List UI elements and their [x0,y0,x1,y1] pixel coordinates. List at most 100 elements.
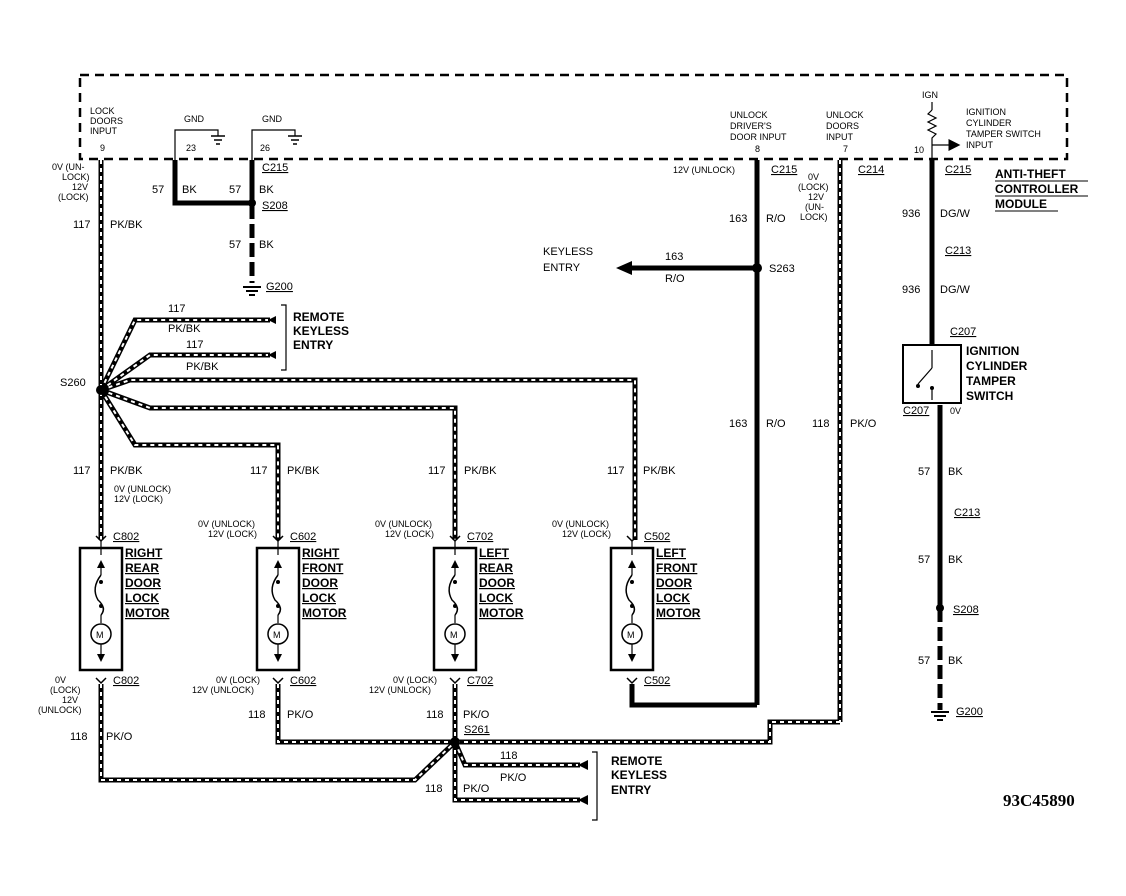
voltage-bottom-line: 12V (UNLOCK) [369,685,431,695]
voltage-top-line: 12V (LOCK) [208,529,257,539]
svg-text:12V: 12V [808,192,824,202]
motor-name-line: DOOR [125,576,161,590]
motor-name-line: LOCK [302,591,336,605]
svg-text:KEYLESS: KEYLESS [611,768,667,782]
c802-top-label: C802 [113,531,139,543]
lock-doors-input-label: LOCK DOORS INPUT 9 [90,106,123,153]
voltage-bottom-line: 0V (LOCK) [393,675,437,685]
c214-label: C214 [858,164,884,176]
keyless-entry-label: KEYLESS ENTRY [543,246,593,274]
wire-117-trunk [98,160,638,540]
w117-circuit-rf: 117 [250,465,268,477]
c802-bottom-label: C802 [113,675,139,687]
motor-symbol: M [627,630,635,640]
w118-circuit-b: 118 [500,750,518,762]
g200-label-a: G200 [266,281,293,293]
svg-text:TAMPER: TAMPER [966,374,1016,388]
ign-resistor-icon [926,102,961,160]
w163-circuit-a: 163 [729,213,747,225]
voltage-bottom-line: (LOCK) [50,685,81,695]
svg-text:ENTRY: ENTRY [543,262,581,274]
switch-spring-icon [271,574,282,616]
gnd-23-label: GND 23 [184,114,205,153]
voltage-bottom-line: 12V (UNLOCK) [192,685,254,695]
remote-keyless-entry-2: REMOTE KEYLESS ENTRY [592,751,667,821]
module-name: ANTI-THEFT CONTROLLER MODULE [995,167,1088,212]
w117-circuit-a: 117 [73,219,91,231]
module-gnd-23-icon [174,129,225,160]
svg-text:26: 26 [260,143,270,153]
lock-input-voltage: 0V (UN- LOCK) 12V (LOCK) [52,162,90,202]
voltage-top-line: 0V (UNLOCK) [198,519,255,529]
up-arrow-icon [628,560,636,568]
g200-label-b: G200 [956,706,983,718]
voltage-top-line: 0V (UNLOCK) [114,484,171,494]
svg-text:IGNITION: IGNITION [966,344,1019,358]
w118-color-rf: PK/O [287,709,314,721]
splice-s261-dot [450,737,460,747]
module-boundary [78,73,1069,161]
c602-bottom-label: C602 [290,675,316,687]
s260-label: S260 [60,377,86,389]
module-gnd-26-icon [251,129,302,160]
w118-circuit-lr: 118 [426,709,444,721]
w57-color-d: BK [948,466,963,478]
w118-color-b: PK/O [500,772,527,784]
w163-circuit-b: 163 [665,251,683,263]
svg-text:(UN-: (UN- [805,202,824,212]
w118-circuit-rf: 118 [248,709,266,721]
svg-text:SWITCH: SWITCH [966,389,1013,403]
gnd-26-label: GND 26 [260,114,283,153]
c702-bottom-label: C702 [467,675,493,687]
tamper-switch-box [902,344,962,404]
w117-color-c: PK/BK [186,361,219,373]
w57-circuit-f: 57 [918,655,930,667]
ground-g200-icon [243,286,261,296]
c602-top-label: C602 [290,531,316,543]
svg-text:GND: GND [262,114,283,124]
w936-circuit-b: 936 [902,284,920,296]
splice-s208-dot-2 [936,604,944,612]
switch-spring-icon [448,574,459,616]
down-arrow-icon [274,654,282,662]
motor-symbol: M [273,630,281,640]
svg-text:DOORS: DOORS [826,121,859,131]
s261-label: S261 [464,724,490,736]
voltage-bottom-line: 0V [55,675,66,685]
w936-color-b: DG/W [940,284,971,296]
up-arrow-icon [97,560,105,568]
motor-name-line: DOOR [302,576,338,590]
w117-color-b: PK/BK [168,323,201,335]
w57-color-c: BK [259,239,274,251]
motor-name-line: MOTOR [656,606,701,620]
svg-text:CONTROLLER: CONTROLLER [995,182,1079,196]
w118-color-lr: PK/O [463,709,490,721]
svg-text:DOOR INPUT: DOOR INPUT [730,132,787,142]
motor-name-line: REAR [125,561,159,575]
w117-color-lf: PK/BK [643,465,676,477]
w163-circuit-c: 163 [729,418,747,430]
splice-s263-dot [752,263,762,273]
switch-spring-icon [625,574,636,616]
w57-color-f: BK [948,655,963,667]
svg-text:8: 8 [755,144,760,154]
w117-color-rf: PK/BK [287,465,320,477]
svg-text:LOCK): LOCK) [800,212,828,222]
wire-163 [629,160,760,708]
motor-name-line: RIGHT [302,546,340,560]
s208-label: S208 [262,200,288,212]
voltage-top-line: 12V (LOCK) [385,529,434,539]
s208-label-2: S208 [953,604,979,616]
w118-color-c: PK/O [463,783,490,795]
svg-text:ANTI-THEFT: ANTI-THEFT [995,167,1066,181]
motor-name-line: DOOR [656,576,692,590]
keyless-entry-arrow [616,261,632,275]
svg-text:REMOTE: REMOTE [293,310,344,324]
w117-circuit-lr: 117 [428,465,446,477]
w57-circuit-d: 57 [918,466,930,478]
c215-label-unlock: C215 [771,164,797,176]
